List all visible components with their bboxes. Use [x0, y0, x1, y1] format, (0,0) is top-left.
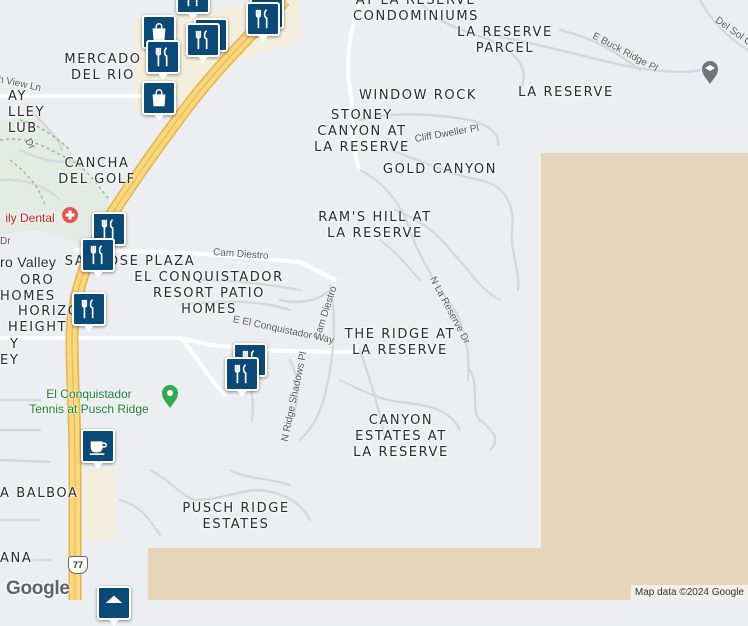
commercial-area-south: [85, 470, 115, 540]
restaurant-icon[interactable]: [176, 0, 210, 20]
route-shield: 77: [68, 556, 88, 574]
shopping-bag-icon[interactable]: [142, 81, 176, 121]
area-label: A BALBOA: [0, 486, 79, 501]
restaurant-icon[interactable]: [146, 40, 180, 80]
poi-name-dental[interactable]: ily Dental: [5, 211, 55, 225]
restaurant-icon[interactable]: [225, 357, 259, 397]
school-icon[interactable]: [702, 61, 718, 84]
area-label: GOLD CANYON: [382, 162, 498, 177]
area-label: WINDOW ROCK: [358, 88, 478, 103]
area-label: ANA: [0, 551, 33, 566]
home-icon[interactable]: [97, 586, 131, 626]
coffee-cup-icon[interactable]: [81, 429, 115, 469]
street-label: Dr: [0, 236, 11, 247]
hospital-icon[interactable]: [62, 207, 78, 223]
local-streets: [0, 0, 362, 397]
map-attribution[interactable]: Map data ©2024 Google: [630, 585, 748, 600]
restaurant-icon[interactable]: [246, 2, 280, 42]
area-label: ro Valley: [0, 254, 57, 270]
golf-park-area: [0, 118, 120, 250]
restaurant-icon[interactable]: [72, 292, 106, 332]
tennis-pin-icon[interactable]: [162, 385, 178, 408]
minor-roads: [0, 0, 748, 562]
google-logo[interactable]: Google: [6, 578, 70, 599]
golf-paths: [0, 119, 111, 206]
restaurant-icon[interactable]: [81, 238, 115, 278]
area-label: LA RESERVE: [518, 85, 614, 100]
restricted-area: [148, 153, 748, 600]
restaurant-icon[interactable]: [186, 23, 220, 63]
